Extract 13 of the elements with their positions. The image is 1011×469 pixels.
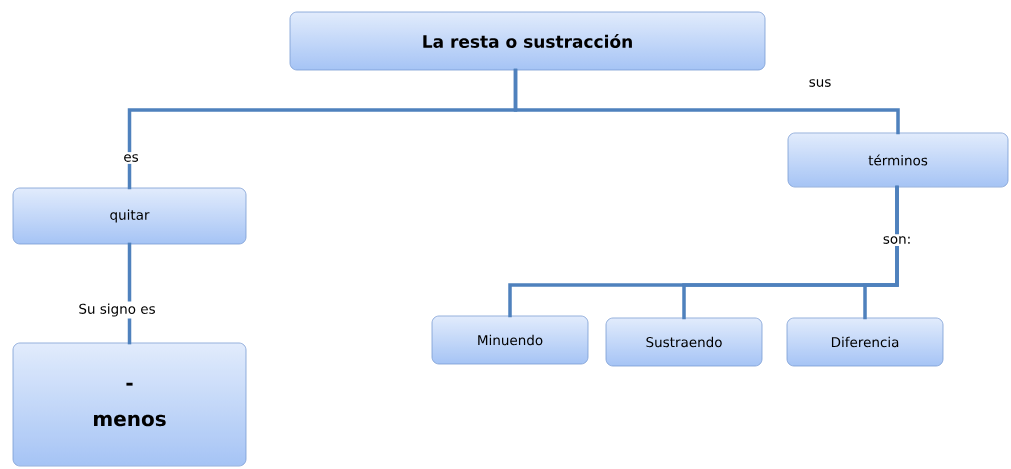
concept-box: términos [787, 132, 1009, 188]
edge-label: sus [806, 77, 834, 89]
edge-label: son: [880, 234, 914, 246]
concept-box: quitar [12, 187, 247, 245]
concept-box: Sustraendo [605, 317, 763, 367]
concept-box: - menos [12, 342, 247, 467]
connector [863, 185, 899, 320]
edge-label: es [121, 152, 141, 164]
title-box: La resta o sustracción [289, 11, 766, 71]
concept-box: Minuendo [431, 315, 589, 365]
concept-box: Diferencia [786, 317, 944, 367]
connector [513, 68, 900, 135]
edge-label: Su signo es [76, 301, 158, 319]
